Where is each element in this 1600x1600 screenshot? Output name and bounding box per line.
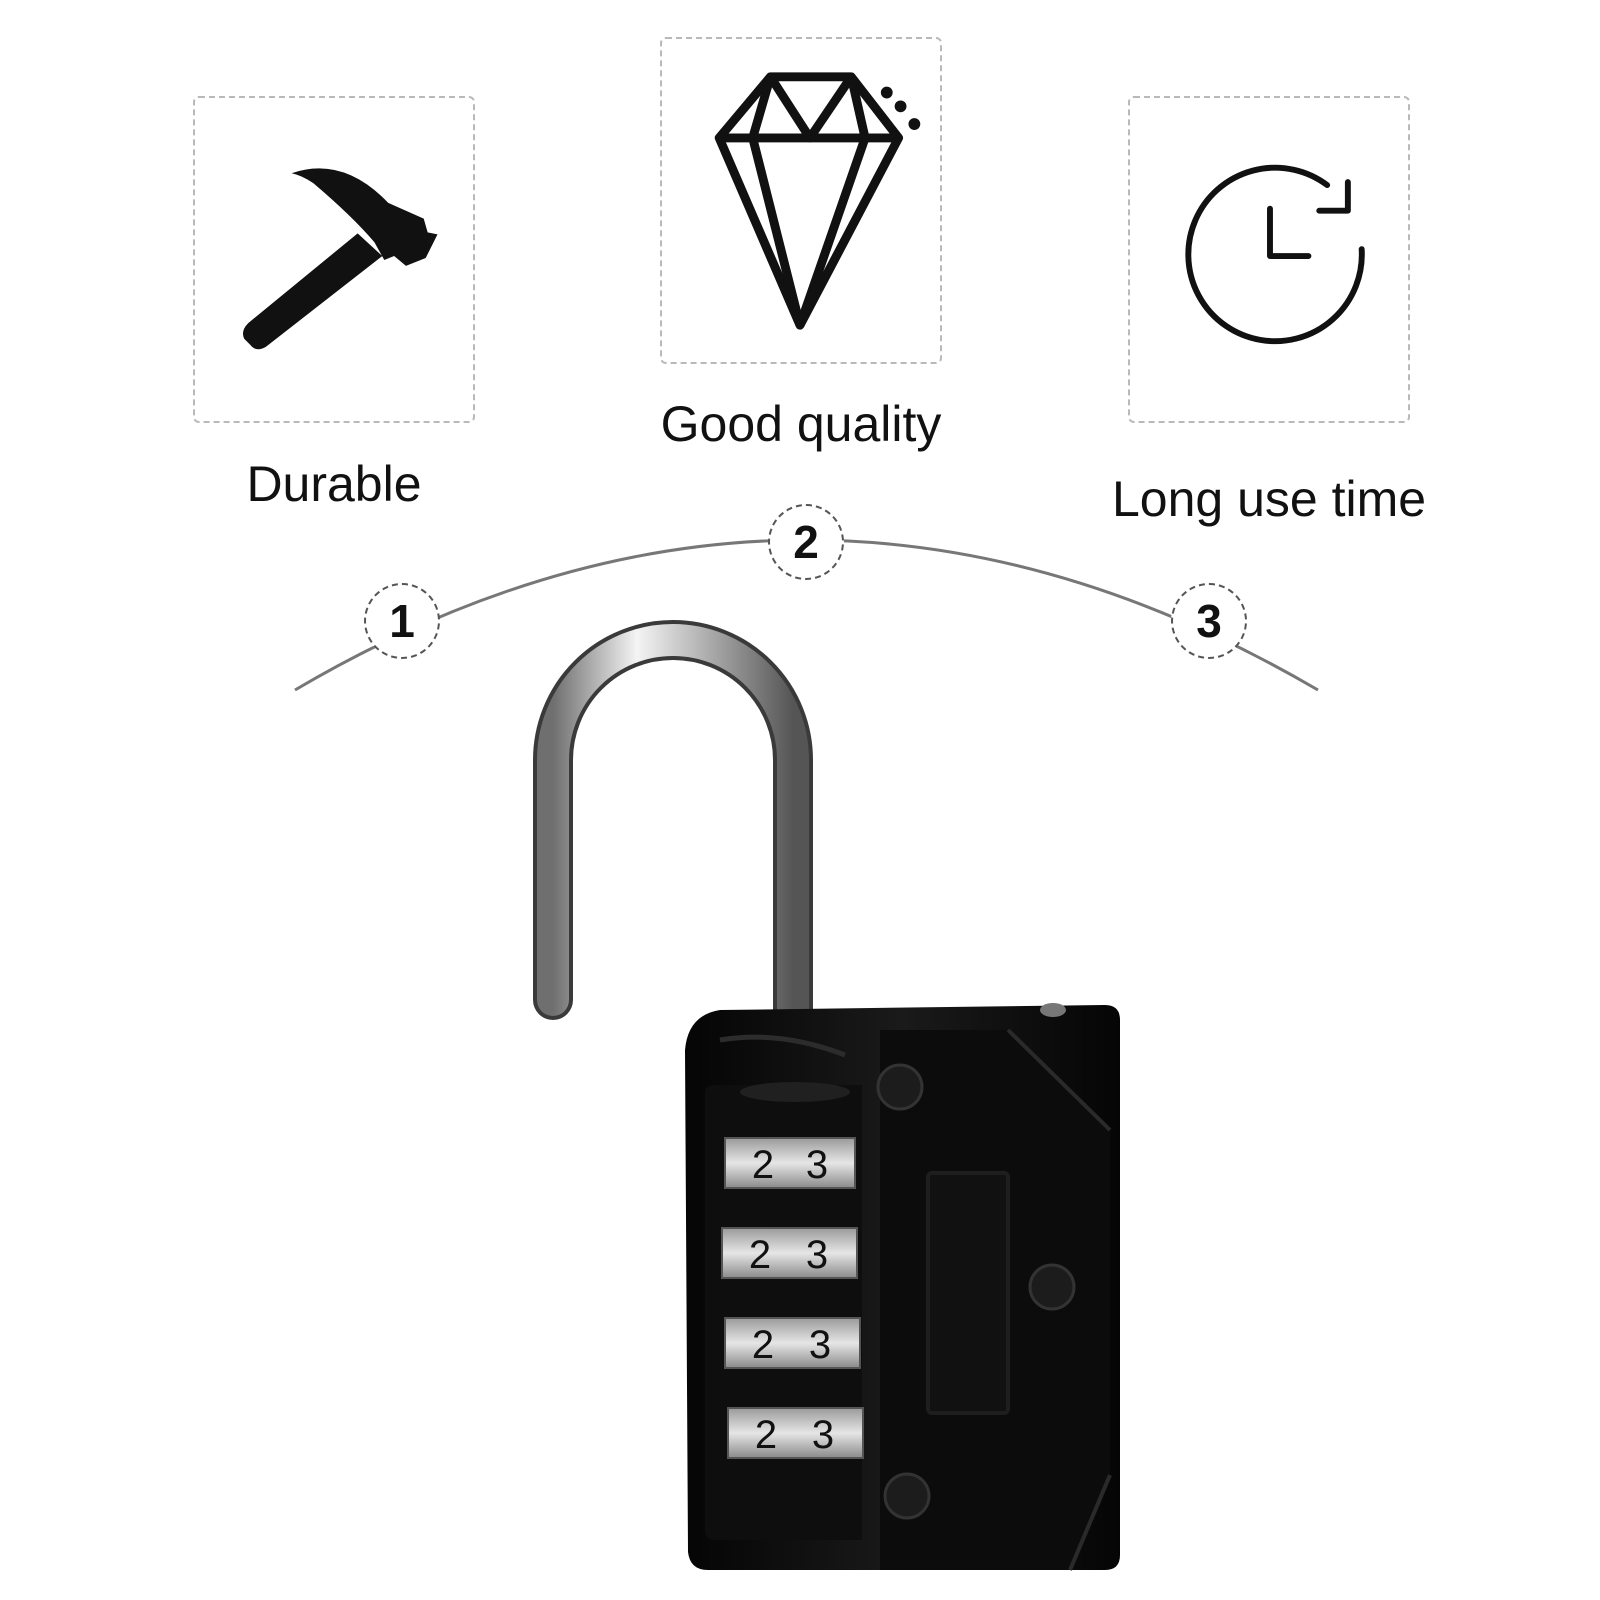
dial-3-digit-a: 2 — [752, 1323, 774, 1367]
clock-refresh-icon — [1185, 164, 1365, 345]
combination-dial-2: 2 3 — [721, 1227, 858, 1279]
diamond-icon — [714, 72, 921, 330]
combination-dial-1: 2 3 — [724, 1137, 856, 1189]
step-badge-1: 1 — [364, 583, 440, 659]
feature-label-good-quality: Good quality — [660, 396, 942, 452]
feature-card-long-use-time — [1128, 96, 1410, 423]
dial-1-digit-a: 2 — [752, 1143, 774, 1187]
dial-4-digit-b: 3 — [812, 1413, 834, 1457]
hammer-icon — [242, 168, 438, 350]
step-badge-2: 2 — [768, 504, 844, 580]
feature-label-durable: Durable — [246, 456, 422, 512]
feature-card-good-quality — [660, 37, 942, 364]
dial-1-digit-b: 3 — [806, 1143, 828, 1187]
step-badge-3: 3 — [1171, 583, 1247, 659]
dial-2-digit-a: 2 — [749, 1233, 771, 1277]
combination-dial-4: 2 3 — [727, 1407, 864, 1459]
lock-body — [685, 1003, 1120, 1571]
lock-shackle — [533, 620, 813, 1035]
feature-label-long-use-time: Long use time — [1111, 471, 1427, 527]
feature-card-durable — [193, 96, 475, 423]
dial-3-digit-b: 3 — [809, 1323, 831, 1367]
dial-4-digit-a: 2 — [755, 1413, 777, 1457]
dial-2-digit-b: 3 — [806, 1233, 828, 1277]
combination-dial-3: 2 3 — [724, 1317, 861, 1369]
